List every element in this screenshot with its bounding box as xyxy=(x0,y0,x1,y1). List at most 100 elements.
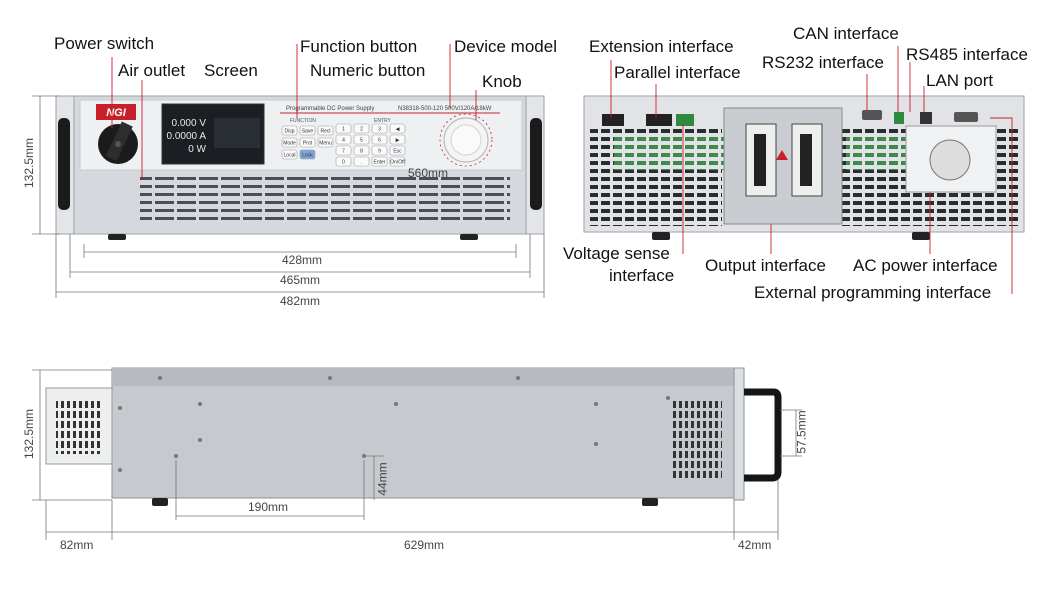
dim-rear-overhang: 42mm xyxy=(738,538,772,552)
numeric-key xyxy=(335,145,352,156)
numeric-key xyxy=(353,123,370,134)
label-can: CAN interface xyxy=(793,24,899,43)
numeric-key xyxy=(353,134,370,145)
front-leaders xyxy=(111,44,477,180)
side-view xyxy=(32,367,802,540)
function-key-label: Local xyxy=(284,153,296,159)
function-key xyxy=(299,149,316,160)
label-air-outlet: Air outlet xyxy=(118,61,186,80)
side-foot-left xyxy=(152,498,168,506)
rear-foot-left xyxy=(652,232,670,240)
function-key xyxy=(281,149,298,160)
rear-foot-right xyxy=(912,232,930,240)
label-numeric-button: Numeric button xyxy=(310,61,426,80)
voltage-sense-port xyxy=(676,114,694,126)
numeric-key-label: . xyxy=(361,160,362,166)
numeric-key xyxy=(389,134,406,145)
dim-bottom-offset: 44mm xyxy=(375,462,390,496)
function-key xyxy=(317,125,334,136)
label-rs485: RS485 interface xyxy=(906,45,1028,64)
reading-power: 0 W xyxy=(188,144,206,155)
rear-view xyxy=(583,46,1025,294)
front-handle-right xyxy=(530,118,542,210)
function-key-label: Save xyxy=(302,129,314,135)
label-screen: Screen xyxy=(204,61,258,80)
dim-foot-span: 190mm xyxy=(248,500,289,514)
label-lan: LAN port xyxy=(926,71,994,90)
dim-depth-note: 560mm xyxy=(408,166,449,180)
dim-width-inner: 428mm xyxy=(282,253,323,267)
numeric-key-label: ◀ xyxy=(396,127,400,133)
label-parallel: Parallel interface xyxy=(614,63,741,82)
rs485-port xyxy=(954,112,978,122)
panel-model: N38318-500-120 500V/120A/18kW xyxy=(398,106,492,112)
front-handle-left xyxy=(58,118,70,210)
label-ext-prog: External programming interface xyxy=(754,283,992,302)
function-key xyxy=(299,125,316,136)
label-knob: Knob xyxy=(482,72,522,91)
numeric-key-label: 9 xyxy=(378,149,381,155)
numeric-key-label: 1 xyxy=(342,127,345,133)
function-key-label: Recl xyxy=(320,129,330,135)
label-ac-power: AC power interface xyxy=(853,256,998,275)
numeric-key xyxy=(371,156,388,167)
parallel-port xyxy=(646,114,672,126)
numeric-key-label: 2 xyxy=(360,127,363,133)
label-device-model: Device model xyxy=(454,37,557,56)
numeric-key xyxy=(389,123,406,134)
panel-title: Programmable DC Power Supply xyxy=(286,106,374,112)
function-key xyxy=(317,137,334,148)
label-extension: Extension interface xyxy=(589,37,734,56)
rear-leaders xyxy=(610,46,1013,294)
entry-caption: ENTRY xyxy=(374,118,392,124)
numeric-key-label: Esc xyxy=(393,149,402,155)
rear-vent-left-green xyxy=(614,134,724,170)
label-voltage-sense-1: Voltage sense xyxy=(563,244,670,263)
function-key xyxy=(281,125,298,136)
svg-text:NGI: NGI xyxy=(106,107,127,119)
side-handle xyxy=(744,388,782,482)
front-foot-right xyxy=(460,234,478,240)
numeric-key-label: 7 xyxy=(342,149,345,155)
numeric-key xyxy=(389,145,406,156)
numeric-key xyxy=(371,145,388,156)
air-outlet-grill xyxy=(140,172,510,222)
front-dim-lines xyxy=(32,95,545,298)
numeric-key-label: 6 xyxy=(378,138,381,144)
side-dim-lines xyxy=(32,369,802,540)
function-key-label: Prot xyxy=(303,141,313,147)
numeric-key xyxy=(335,123,352,134)
numeric-key xyxy=(371,123,388,134)
output-block xyxy=(723,107,843,225)
function-key-label: Mode xyxy=(283,141,296,147)
front-ear-side xyxy=(733,367,745,501)
label-rs232: RS232 interface xyxy=(762,53,884,72)
dim-front-height: 132.5mm xyxy=(22,137,37,189)
dim-length: 629mm xyxy=(404,538,445,552)
dim-width-body: 465mm xyxy=(280,273,321,287)
dim-side-height: 132.5mm xyxy=(22,408,37,460)
dim-front-overhang: 82mm xyxy=(60,538,94,552)
numeric-key xyxy=(353,145,370,156)
numeric-key-label: 5 xyxy=(360,138,363,144)
numeric-key xyxy=(389,156,406,167)
side-body xyxy=(111,367,735,499)
can-port xyxy=(894,112,904,124)
numeric-key-label: ▶ xyxy=(396,138,400,144)
reading-voltage: 0.000 V xyxy=(172,118,207,129)
rear-vent-right-green xyxy=(846,134,906,170)
rs232-port xyxy=(862,110,882,120)
numeric-key-label: 4 xyxy=(342,138,345,144)
side-foot-right xyxy=(642,498,658,506)
numeric-key-label: 3 xyxy=(378,127,381,133)
numeric-key-label: Enter xyxy=(374,160,386,166)
function-key-label: Menu xyxy=(319,141,332,147)
function-key xyxy=(299,137,316,148)
dim-handle: 57.5mm xyxy=(794,410,809,454)
side-vent xyxy=(670,400,722,480)
dim-width-total: 482mm xyxy=(280,294,321,308)
function-key xyxy=(281,137,298,148)
